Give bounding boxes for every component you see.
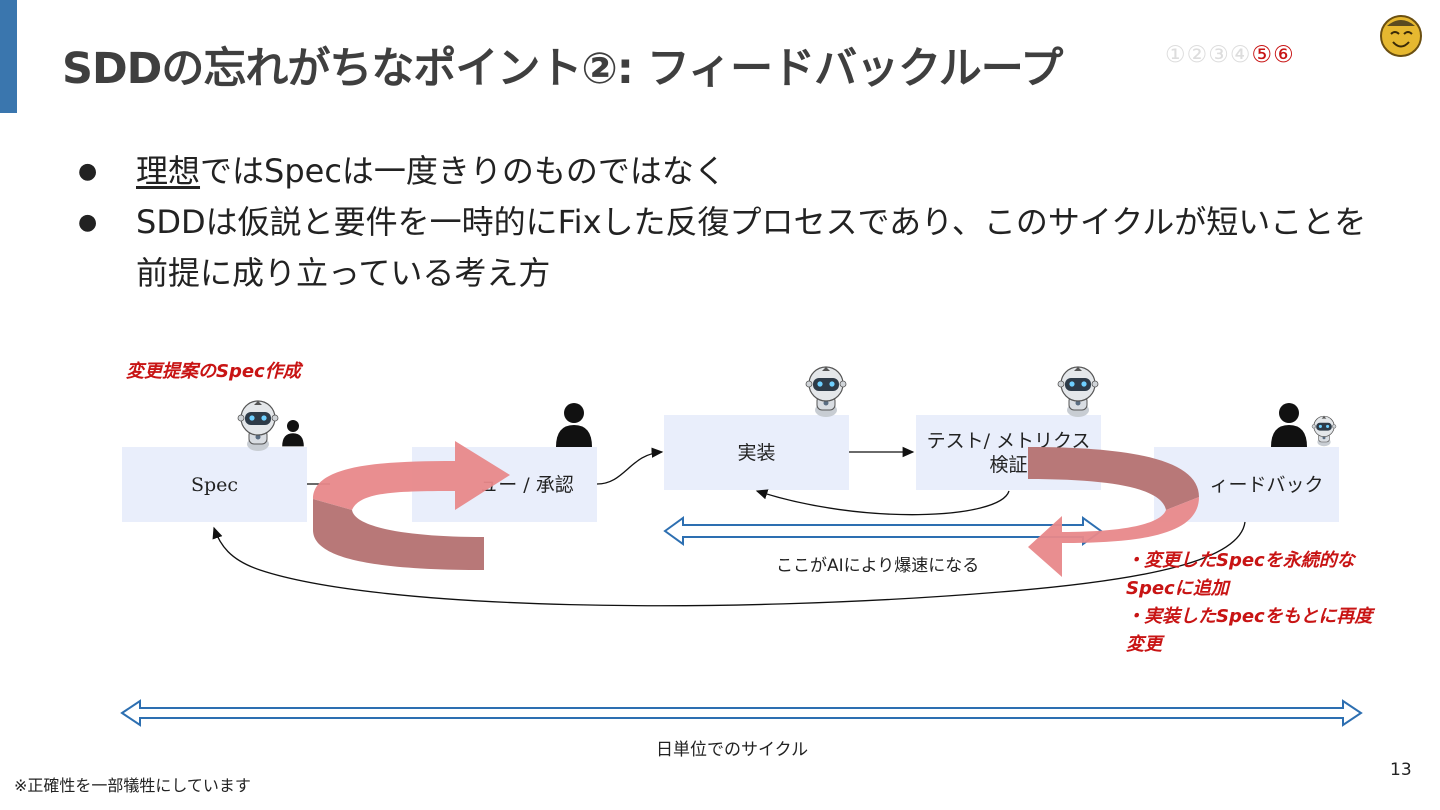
step-3: ③	[1208, 42, 1230, 68]
box-spec-label: Spec	[190, 473, 239, 496]
accent-bar	[0, 0, 17, 113]
slide-title: SDDの忘れがちなポイント②: フィードバックループ	[62, 44, 1063, 94]
bullet-list: ● 理想ではSpecは一度きりのものではなく ● SDDは仮説と要件を一時的にFix…	[78, 146, 1378, 299]
page-number: 13	[1390, 760, 1412, 780]
daily-cycle-range-arrow	[120, 699, 1363, 727]
cycle-arrow-right-back	[1028, 447, 1199, 510]
ai-fast-label: ここがAIにより爆速になる	[776, 556, 980, 576]
step-4: ④	[1229, 42, 1252, 68]
footnote: ※正確性を一部犠牲にしています	[14, 776, 251, 795]
box-feedback-label: ィードバック	[1209, 473, 1324, 496]
mascot-logo-icon	[1380, 15, 1422, 57]
cycle-arrow-left	[313, 441, 510, 510]
box-implement: 実装	[664, 415, 849, 490]
cycle-arrow-right	[1028, 497, 1199, 577]
person-icon	[556, 403, 592, 447]
bullet-text: ではSpecは一度きりのものではなく	[200, 152, 726, 190]
bullet-dot: ●	[78, 159, 98, 184]
spec-creation-label: 変更提案のSpec作成	[126, 361, 301, 382]
robot-icon	[1057, 366, 1099, 418]
step-1: ①	[1165, 42, 1187, 68]
bullet-item: ● 理想ではSpecは一度きりのものではなく	[78, 146, 1378, 197]
box-test-label-line2: 検証	[989, 453, 1028, 476]
robot-icon	[237, 400, 279, 452]
bullet-item: ● SDDは仮説と要件を一時的にFixした反復プロセスであり、このサイクルが短いこ…	[78, 197, 1378, 299]
box-implement-label: 実装	[737, 441, 776, 464]
bullet-dot: ●	[78, 210, 98, 235]
bullet-text: SDDは仮説と要件を一時的にFixした反復プロセスであり、このサイクルが短いこと…	[136, 203, 1367, 292]
step-6: ⑥	[1273, 42, 1295, 68]
feedback-notes: ・変更したSpecを永続的なSpecに追加 ・実装したSpecをもとに再度変更	[1126, 547, 1386, 659]
step-indicator: ①②③④⑤⑥	[1165, 42, 1295, 68]
step-2: ②	[1186, 42, 1209, 68]
bullet-underlined: 理想	[136, 152, 201, 190]
note-item: ・変更したSpecを永続的なSpecに追加	[1126, 550, 1355, 599]
box-spec: Spec	[122, 447, 307, 522]
person-icon	[282, 420, 304, 447]
cycle-arrow-left-back	[313, 499, 484, 570]
note-item: ・実装したSpecをもとに再度変更	[1126, 606, 1373, 655]
cycle-label: 日単位でのサイクル	[656, 740, 809, 760]
robot-icon	[1311, 415, 1337, 447]
connector-test-implement-loop	[755, 489, 1010, 516]
connector-feedback-spec-loop	[212, 521, 1246, 607]
person-icon	[1271, 403, 1307, 447]
step-5: ⑤	[1251, 42, 1274, 68]
box-test-label-line1: テスト/ メトリクス	[926, 429, 1091, 452]
connector-review-implement	[596, 447, 664, 485]
robot-icon	[805, 366, 847, 418]
